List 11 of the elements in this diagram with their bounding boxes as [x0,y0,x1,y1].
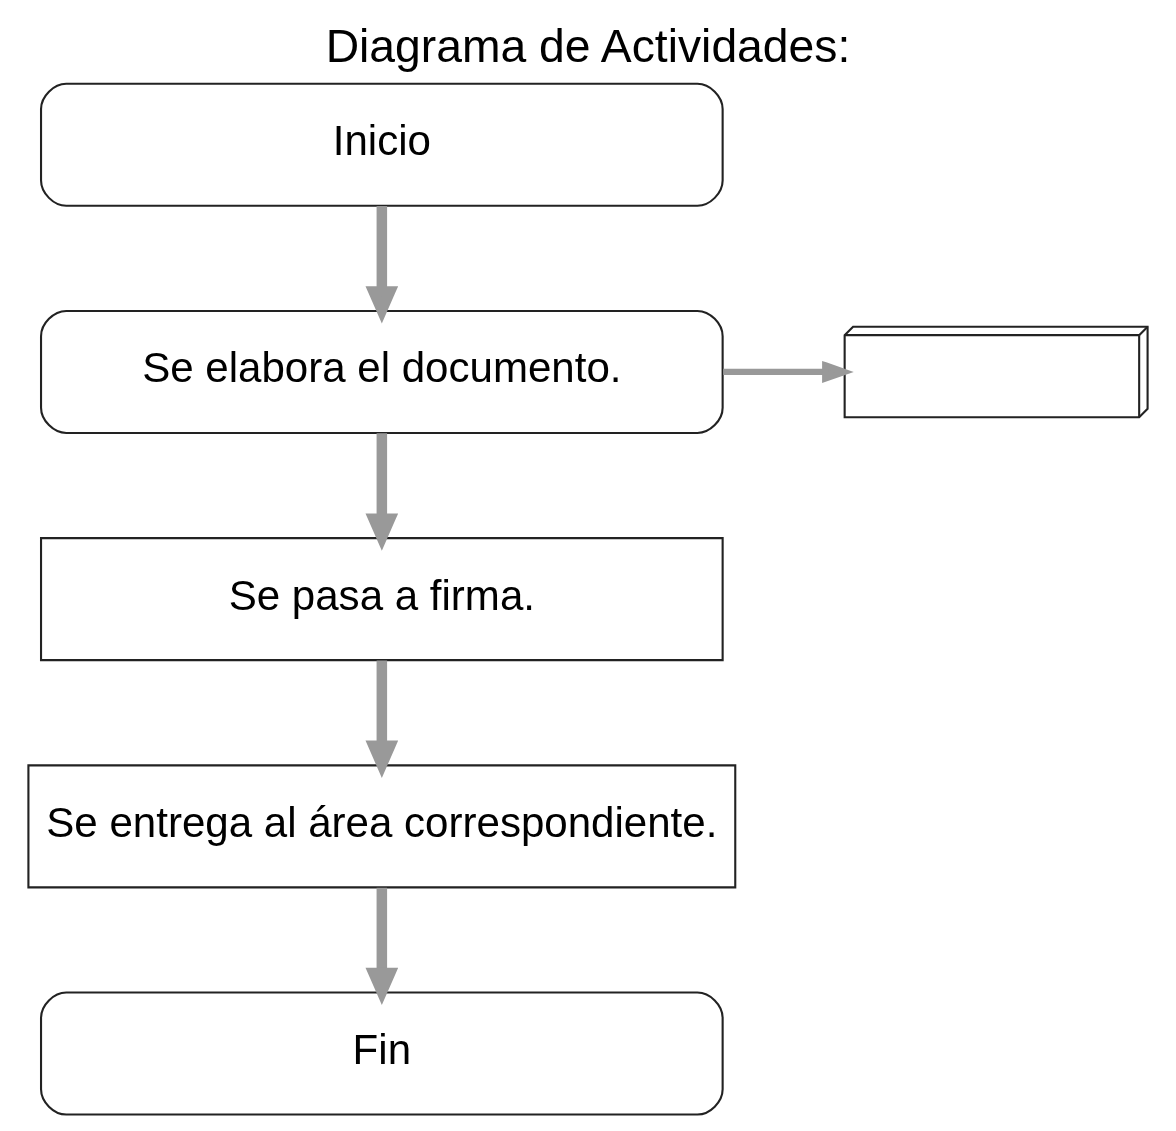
arrow [365,433,399,551]
diagram-title: Diagrama de Actividades: [325,19,851,72]
node-box: Se elabora el documento. [40,309,724,435]
node-box: Fin [40,991,724,1116]
arrow [365,660,399,778]
arrow [723,360,854,384]
arrow [365,887,399,1006]
node-box: Se entrega al área correspondiente. [27,764,737,889]
node-box: Se pasa a firma. [40,537,724,662]
arrow [365,206,399,324]
node-box: Inicio [40,82,724,207]
